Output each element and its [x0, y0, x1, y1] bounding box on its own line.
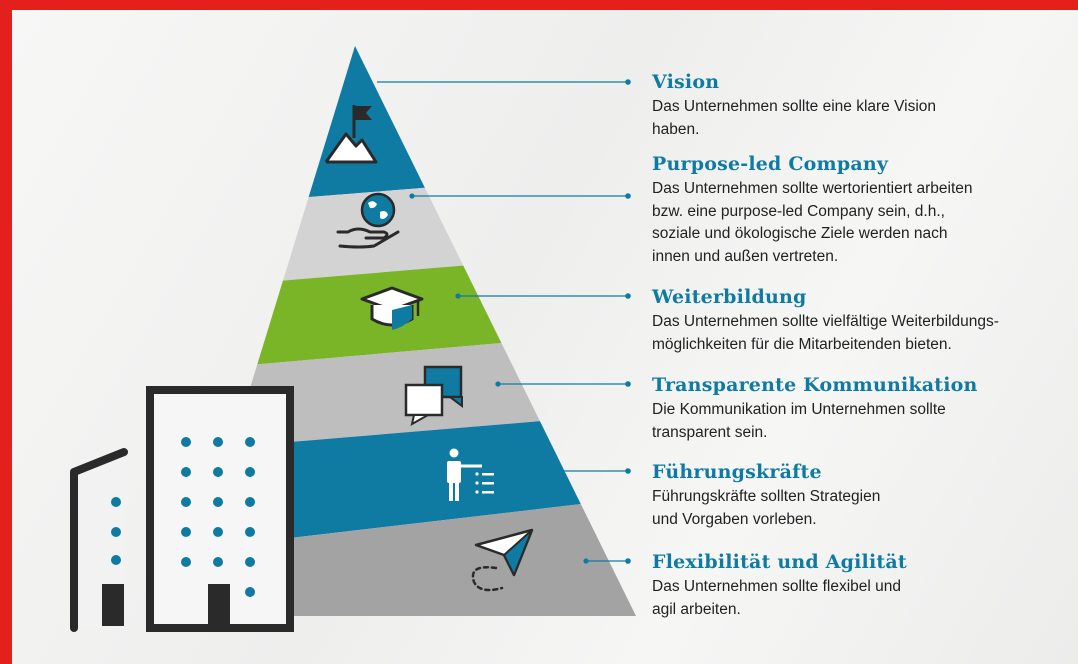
level-description: Führungskräfte sollten Strategien und Vo… [652, 488, 881, 528]
level-title: Transparente Kommunikation [652, 374, 978, 396]
level-entry-kommunikation: Transparente Kommunikation Die Kommunika… [652, 374, 1072, 444]
presenter-icon [447, 448, 494, 501]
level-description: Das Unternehmen sollte wertorientiert ar… [652, 180, 973, 265]
level-title: Vision [652, 71, 720, 93]
paper-plane-icon [471, 528, 534, 592]
globe-hand-icon [336, 192, 400, 249]
level-entry-flexibilitaet: Flexibilität und Agilität Das Unternehme… [652, 551, 1072, 621]
level-description: Das Unternehmen sollte eine klare Vision… [652, 98, 937, 138]
level-entry-fuehrungskraefte: Führungskräfte Führungskräfte sollten St… [652, 461, 1072, 531]
level-entry-vision: Vision Das Unternehmen sollte eine klare… [652, 71, 1072, 141]
flag-mountain-icon [324, 105, 378, 164]
level-title: Flexibilität und Agilität [652, 551, 907, 573]
band-vision [180, 46, 636, 208]
level-entry-purpose: Purpose-led Company Das Unternehmen soll… [652, 153, 1072, 268]
graduation-cap-icon [360, 286, 424, 330]
level-description: Das Unternehmen sollte flexibel und agil… [652, 578, 901, 618]
office-building-icon [70, 386, 294, 632]
speech-bubbles-icon [404, 365, 463, 426]
level-title: Purpose-led Company [652, 153, 889, 175]
leader-lines [377, 79, 631, 564]
level-title: Führungskräfte [652, 461, 822, 483]
level-title: Weiterbildung [652, 286, 807, 308]
level-description: Das Unternehmen sollte vielfältige Weite… [652, 313, 999, 353]
level-entry-weiterbildung: Weiterbildung Das Unternehmen sollte vie… [652, 286, 1072, 356]
level-description: Die Kommunikation im Unternehmen sollte … [652, 401, 946, 441]
